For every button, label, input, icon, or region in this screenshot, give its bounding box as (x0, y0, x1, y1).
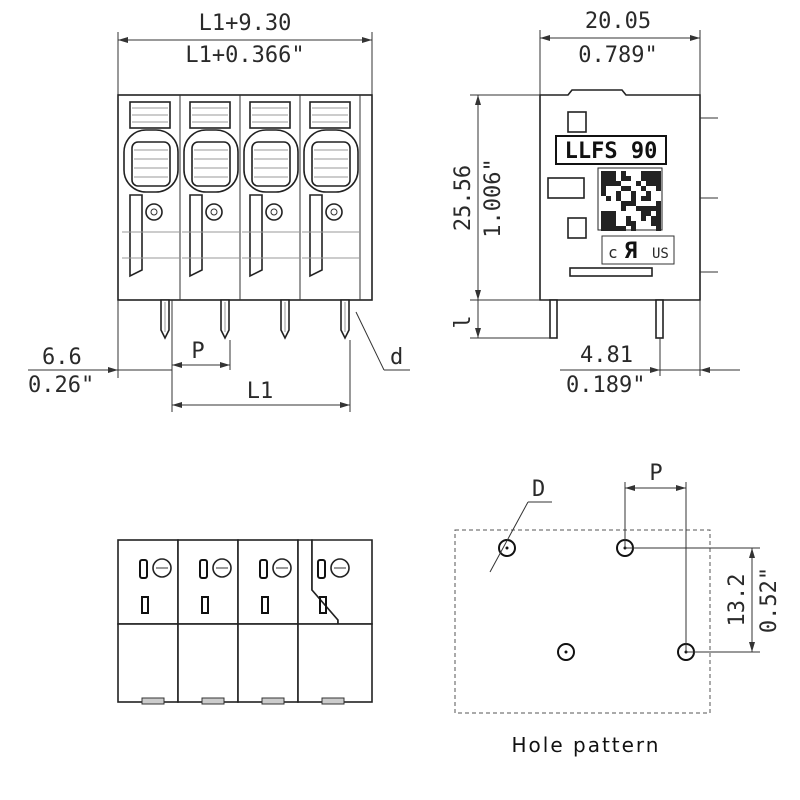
test-point (205, 203, 223, 221)
bottom-pole (297, 539, 373, 705)
side-depth-mm: 20.05 (585, 9, 651, 34)
front-width-in: L1+0.366" (185, 43, 304, 68)
test-point (325, 203, 343, 221)
bottom-pole-lower (297, 623, 373, 703)
lever (249, 194, 263, 278)
side-latch-top (567, 111, 587, 133)
slot (139, 559, 148, 579)
test-point (145, 203, 163, 221)
slot-lower (201, 596, 209, 614)
cert-ru: Я (624, 239, 637, 264)
bottom-view (117, 539, 373, 705)
foot (141, 697, 165, 705)
front-pin-label: d (390, 345, 403, 370)
front-view: L1+9.30 L1+0.366" 6.6 0.26" P L1 d (28, 11, 410, 412)
slot (259, 559, 268, 579)
side-view: 20.05 0.789" LLFS 90 c Я US 25.56 1.006" (451, 9, 740, 398)
lever (309, 194, 323, 278)
wire-entry-inner (131, 141, 171, 187)
hole-pitch-label: P (649, 461, 662, 486)
test-point (265, 203, 283, 221)
hole-diameter-label: D (532, 477, 545, 502)
foot (261, 697, 285, 705)
side-pin-length: l (451, 315, 476, 328)
front-length-label: L1 (247, 379, 274, 404)
row-spacing-mm: 13.2 (725, 574, 750, 627)
slot-lower (261, 596, 269, 614)
wire-entry-inner (191, 141, 231, 187)
pin-offset-in: 0.189" (566, 373, 645, 398)
offset-mm: 6.6 (42, 345, 82, 370)
side-height-in: 1.006" (481, 158, 506, 237)
front-width-mm: L1+9.30 (199, 11, 292, 36)
foot (321, 697, 345, 705)
bottom-pole-lower (177, 623, 239, 703)
front-pole (182, 95, 241, 300)
wire-entry-inner (251, 141, 291, 187)
bottom-pole-lower (117, 623, 179, 703)
side-product-label-box (555, 135, 667, 165)
wire-entry-inner (311, 141, 351, 187)
side-product-label: LLFS 90 (565, 139, 658, 164)
hole-pattern: D P 13.2 0.52" Hole pattern (454, 461, 782, 757)
hole-pattern-caption: Hole pattern (512, 733, 661, 757)
side-slot (569, 267, 653, 277)
bottom-pole (117, 539, 179, 705)
hole-pattern-outline (454, 529, 711, 714)
qr-code (597, 167, 663, 231)
cert-us: US (652, 246, 669, 262)
foot (201, 697, 225, 705)
cert-c: c (608, 243, 618, 262)
bottom-pole (237, 539, 299, 705)
hole (498, 539, 516, 557)
side-latch-bottom (567, 217, 587, 239)
slot (317, 559, 326, 579)
cert-mark-box (601, 235, 675, 265)
hole (557, 643, 575, 661)
offset-in: 0.26" (28, 373, 94, 398)
lever (129, 194, 143, 278)
side-height-mm: 25.56 (451, 165, 476, 231)
side-window (547, 177, 585, 199)
bottom-pole (177, 539, 239, 705)
slot-lower (319, 596, 327, 614)
lever (189, 194, 203, 278)
slot-lower (141, 596, 149, 614)
front-pole (242, 95, 301, 300)
row-spacing-in: 0.52" (757, 567, 782, 633)
bottom-pole-lower (237, 623, 299, 703)
front-pitch-label: P (191, 339, 204, 364)
front-pole (302, 95, 361, 300)
slot (199, 559, 208, 579)
side-pin-right (655, 299, 664, 339)
side-pin-left (549, 299, 558, 339)
pin-offset-mm: 4.81 (580, 343, 633, 368)
side-depth-in: 0.789" (578, 43, 657, 68)
front-pole (122, 95, 181, 300)
front-housing (117, 94, 373, 301)
